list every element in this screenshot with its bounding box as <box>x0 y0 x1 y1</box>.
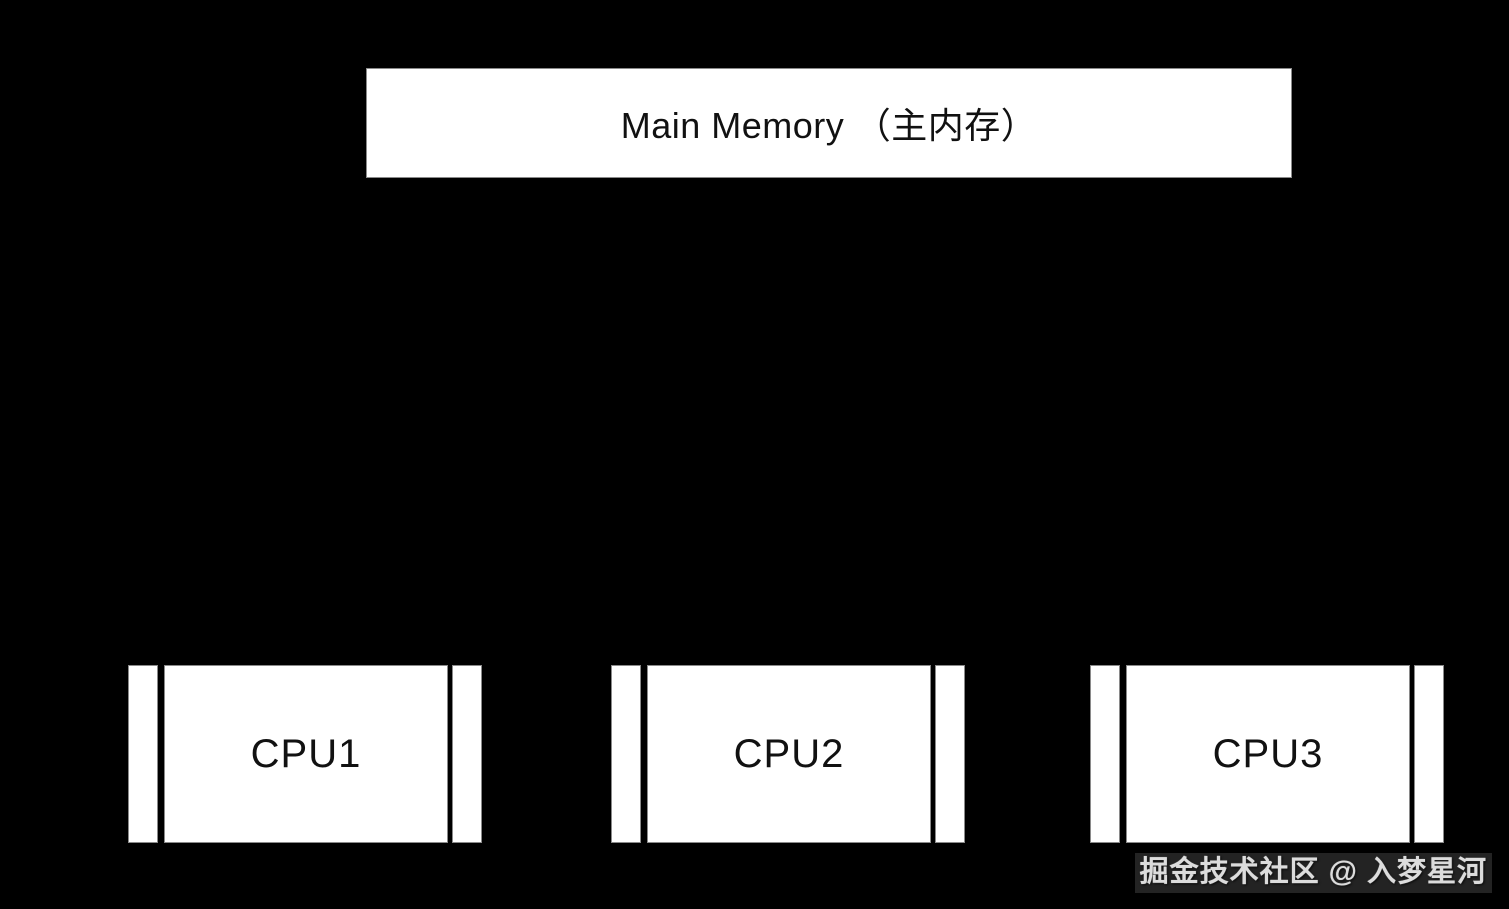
main-memory-box: Main Memory （主内存） <box>366 68 1292 178</box>
cpu2-group: CPU2 <box>611 665 965 843</box>
cpu3-left-bar <box>1090 665 1120 843</box>
cpu3-right-bar <box>1414 665 1444 843</box>
cpu2-label: CPU2 <box>733 731 845 776</box>
cpu2-left-bar <box>611 665 641 843</box>
watermark-text: 掘金技术社区 @ 入梦星河 <box>1134 852 1492 893</box>
cpu3-box: CPU3 <box>1126 665 1410 843</box>
cpu1-box: CPU1 <box>164 665 448 843</box>
main-memory-label: Main Memory （主内存） <box>620 105 1038 146</box>
cpu1-right-bar <box>452 665 482 843</box>
cpu2-box: CPU2 <box>647 665 931 843</box>
cpu1-group: CPU1 <box>128 665 482 843</box>
cpu2-right-bar <box>935 665 965 843</box>
cpu3-group: CPU3 <box>1090 665 1444 843</box>
cpu1-label: CPU1 <box>250 731 362 776</box>
cpu1-left-bar <box>128 665 158 843</box>
cpu3-label: CPU3 <box>1212 731 1324 776</box>
